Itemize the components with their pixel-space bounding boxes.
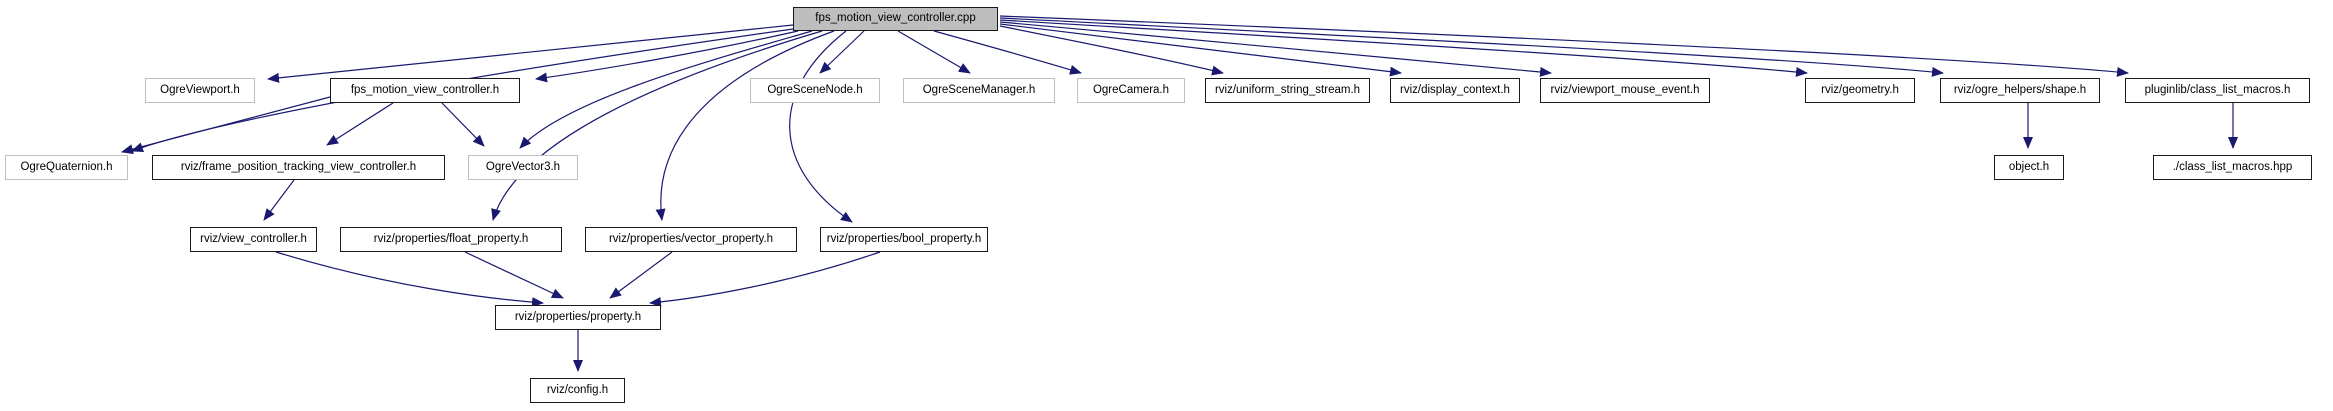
- node-ogre_quaternion_h: OgreQuaternion.h: [5, 155, 128, 180]
- edge-fps_motion_view_controller_cpp--rviz_display_context_h: [999, 23, 1402, 77]
- node-rviz_viewport_mouse_event_h[interactable]: rviz/viewport_mouse_event.h: [1540, 78, 1710, 103]
- edge-rviz_properties_bool_property_h--rviz_properties_property_h: [649, 251, 881, 307]
- edge-fps_motion_view_controller_h--ogre_quaternion_h: [121, 96, 331, 155]
- node-ogre_scene_manager_h: OgreSceneManager.h: [903, 78, 1055, 103]
- node-ogre_camera_h: OgreCamera.h: [1077, 78, 1185, 103]
- node-rviz_properties_bool_property_h[interactable]: rviz/properties/bool_property.h: [820, 227, 988, 252]
- edge-fps_motion_view_controller_cpp--pluginlib_class_list_macros_h: [999, 15, 2129, 77]
- edge-fps_motion_view_controller_h--ogre_vector3_h: [441, 102, 485, 147]
- edge-fps_motion_view_controller_cpp--rviz_properties_vector_property_h: [655, 30, 835, 221]
- node-rviz_uniform_string_stream_h[interactable]: rviz/uniform_string_stream.h: [1205, 78, 1370, 103]
- edge-fps_motion_view_controller_cpp--ogre_viewport_h: [267, 24, 794, 83]
- node-rviz_properties_property_h[interactable]: rviz/properties/property.h: [495, 305, 661, 330]
- edge-fps_motion_view_controller_h--rviz_frame_position_tracking_view_controller_h: [326, 102, 394, 146]
- edge-fps_motion_view_controller_cpp--rviz_properties_float_property_h: [491, 30, 823, 221]
- node-rviz_geometry_h[interactable]: rviz/geometry.h: [1805, 78, 1915, 103]
- node-class_list_macros_hpp[interactable]: ./class_list_macros.hpp: [2153, 155, 2312, 180]
- edge-fps_motion_view_controller_cpp--ogre_camera_h: [933, 30, 1082, 75]
- edge-fps_motion_view_controller_cpp--ogre_vector3_h: [519, 30, 813, 149]
- node-rviz_ogre_helpers_shape_h[interactable]: rviz/ogre_helpers/shape.h: [1940, 78, 2100, 103]
- node-rviz_display_context_h[interactable]: rviz/display_context.h: [1390, 78, 1520, 103]
- node-fps_motion_view_controller_cpp[interactable]: fps_motion_view_controller.cpp: [793, 7, 998, 31]
- node-ogre_vector3_h: OgreVector3.h: [468, 155, 578, 180]
- edge-fps_motion_view_controller_cpp--rviz_ogre_helpers_shape_h: [999, 17, 1944, 77]
- node-rviz_config_h[interactable]: rviz/config.h: [530, 378, 625, 403]
- edge-fps_motion_view_controller_cpp--ogre_scene_node_h: [819, 30, 865, 74]
- edge-fps_motion_view_controller_cpp--rviz_viewport_mouse_event_h: [999, 21, 1552, 77]
- node-pluginlib_class_list_macros_h[interactable]: pluginlib/class_list_macros.h: [2125, 78, 2310, 103]
- edge-rviz_properties_float_property_h--rviz_properties_property_h: [464, 251, 564, 299]
- edge-fps_motion_view_controller_cpp--rviz_uniform_string_stream_h: [999, 25, 1224, 76]
- edge-fps_motion_view_controller_cpp--rviz_properties_bool_property_h: [789, 30, 853, 223]
- node-object_h[interactable]: object.h: [1994, 155, 2064, 180]
- node-rviz_frame_position_tracking_view_controller_h[interactable]: rviz/frame_position_tracking_view_contro…: [152, 155, 445, 180]
- edge-fps_motion_view_controller_cpp--fps_motion_view_controller_h: [535, 30, 799, 83]
- edge-fps_motion_view_controller_cpp--ogre_scene_manager_h: [897, 30, 971, 74]
- node-ogre_scene_node_h: OgreSceneNode.h: [750, 78, 880, 103]
- node-ogre_viewport_h: OgreViewport.h: [145, 78, 255, 103]
- edge-rviz_view_controller_h--rviz_properties_property_h: [275, 251, 544, 308]
- node-rviz_view_controller_h[interactable]: rviz/view_controller.h: [190, 227, 317, 252]
- edge-rviz_frame_position_tracking_view_controller_h--rviz_view_controller_h: [263, 179, 295, 221]
- edge-fps_motion_view_controller_cpp--rviz_geometry_h: [999, 19, 1808, 77]
- node-rviz_properties_float_property_h[interactable]: rviz/properties/float_property.h: [340, 227, 562, 252]
- node-fps_motion_view_controller_h[interactable]: fps_motion_view_controller.h: [330, 78, 520, 103]
- node-rviz_properties_vector_property_h[interactable]: rviz/properties/vector_property.h: [585, 227, 797, 252]
- edge-rviz_properties_vector_property_h--rviz_properties_property_h: [609, 251, 673, 299]
